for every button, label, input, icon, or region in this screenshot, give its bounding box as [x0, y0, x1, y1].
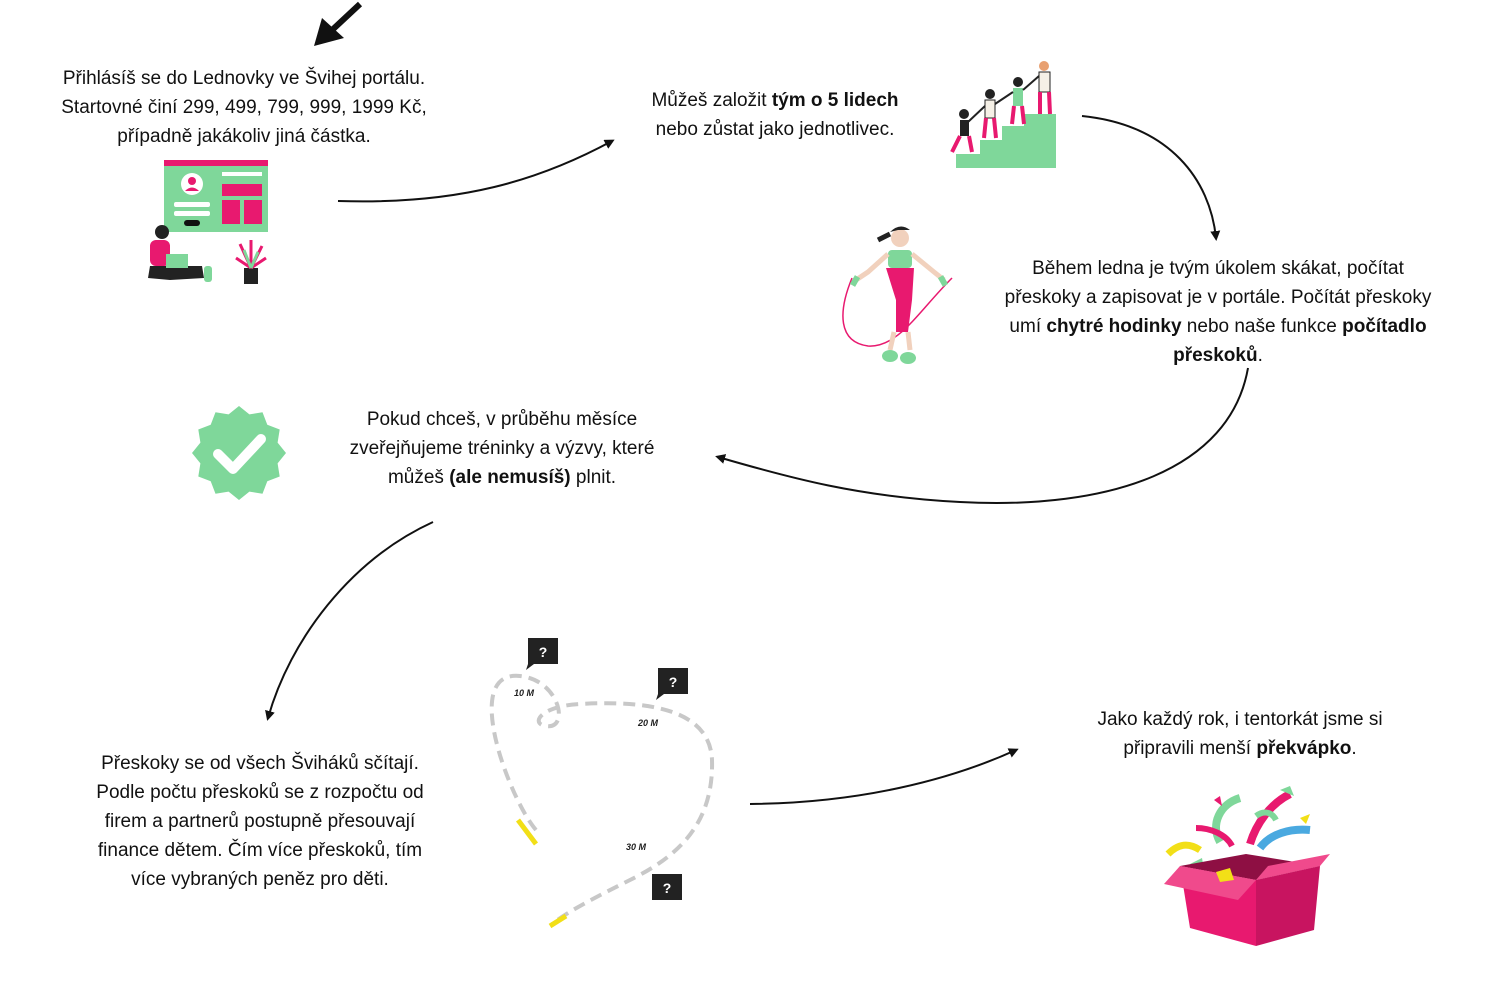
- step4-text: Pokud chceš, v průběhu měsíce zveřejňuje…: [312, 405, 692, 492]
- step6-text: Jako každý rok, i tentorkát jsme si přip…: [1060, 705, 1420, 763]
- step6-bold: překvápko: [1256, 738, 1352, 759]
- step3-text: Během ledna je tvým úkolem skákat, počít…: [968, 254, 1468, 370]
- step3-line3: umí chytré hodinky nebo naše funkce počí…: [968, 312, 1468, 341]
- route-map-icon: ? ? ? 10 M 20 M 30 M: [489, 638, 715, 929]
- step6-pre2: připravili menší: [1123, 738, 1257, 759]
- step1-text: Přihlásíš se do Lednovky ve Švihej portá…: [14, 64, 474, 151]
- arrow-1-to-2: [337, 139, 615, 203]
- step3-line2: přeskoky a zapisovat je v portále. Počít…: [1004, 287, 1432, 308]
- step6-line1: Jako každý rok, i tentorkát jsme si: [1097, 709, 1383, 730]
- step3-bold-preskoku: přeskoků: [1173, 345, 1258, 366]
- arrow-5-to-6: [749, 748, 1019, 805]
- step3-post4: .: [1257, 345, 1263, 366]
- step3-bold-pocitadlo: počítadlo: [1342, 316, 1427, 337]
- login-portal-icon: [148, 160, 268, 284]
- step5-line: finance dětem. Čím více přeskoků, tím: [97, 840, 423, 861]
- step5-line: Přeskoky se od všech Šviháků sčítají.: [101, 753, 419, 774]
- step4-pre3: můžeš: [387, 467, 450, 488]
- map-marker: ?: [652, 874, 682, 900]
- step1-line: případně jakákoliv jiná částka.: [117, 126, 371, 147]
- step3-line4: přeskoků.: [968, 341, 1468, 370]
- map-marker: ?: [656, 668, 688, 700]
- step2-bold: tým o 5 lidech: [771, 90, 899, 111]
- step2-prefix: Můžeš založit: [651, 90, 772, 111]
- step5-text: Přeskoky se od všech Šviháků sčítají. Po…: [40, 749, 480, 894]
- distance-label: 20 M: [637, 718, 659, 728]
- map-marker-text: ?: [539, 644, 548, 660]
- step5-line: více vybraných peněz pro děti.: [131, 869, 389, 890]
- checkmark-badge-icon: [192, 406, 286, 500]
- step1-line: Startovné činí 299, 499, 799, 999, 1999 …: [61, 97, 427, 118]
- step1-line: Přihlásíš se do Lednovky ve Švihej portá…: [62, 68, 426, 89]
- start-arrow-icon: [314, 1, 363, 46]
- step4-line3: můžeš (ale nemusíš) plnit.: [312, 463, 692, 492]
- map-marker-text: ?: [663, 880, 672, 896]
- map-marker-text: ?: [669, 674, 678, 690]
- step4-post3: plnit.: [570, 467, 617, 488]
- step2-line1: Můžeš založit tým o 5 lidech: [600, 86, 950, 115]
- step3-bold-hodinky: chytré hodinky: [1046, 316, 1182, 337]
- arrow-4-to-5: [265, 521, 434, 721]
- step4-line2: zveřejňujeme tréninky a výzvy, které: [349, 438, 655, 459]
- step3-line1: Během ledna je tvým úkolem skákat, počít…: [1032, 258, 1404, 279]
- step6-line2: připravili menší překvápko.: [1060, 734, 1420, 763]
- step3-mid3: nebo naše funkce: [1181, 316, 1343, 337]
- step2-line2: nebo zůstat jako jednotlivec.: [655, 119, 895, 140]
- step3-pre3: umí: [1009, 316, 1047, 337]
- arrow-2-to-3: [1081, 115, 1221, 241]
- team-stairs-icon: [950, 61, 1056, 168]
- arrow-3-to-4: [715, 367, 1249, 504]
- distance-label: 10 M: [514, 688, 535, 698]
- jump-rope-icon: [842, 226, 953, 364]
- step4-bold: (ale nemusíš): [449, 467, 571, 488]
- step6-post2: .: [1351, 738, 1357, 759]
- step5-line: Podle počtu přeskoků se z rozpočtu od: [96, 782, 424, 803]
- gift-box-icon: [1164, 786, 1330, 946]
- map-marker: ?: [526, 638, 558, 670]
- step2-text: Můžeš založit tým o 5 lidech nebo zůstat…: [600, 86, 950, 144]
- distance-label: 30 M: [626, 842, 647, 852]
- step5-line: firem a partnerů postupně přesouvají: [104, 811, 416, 832]
- step4-line1: Pokud chceš, v průběhu měsíce: [366, 409, 638, 430]
